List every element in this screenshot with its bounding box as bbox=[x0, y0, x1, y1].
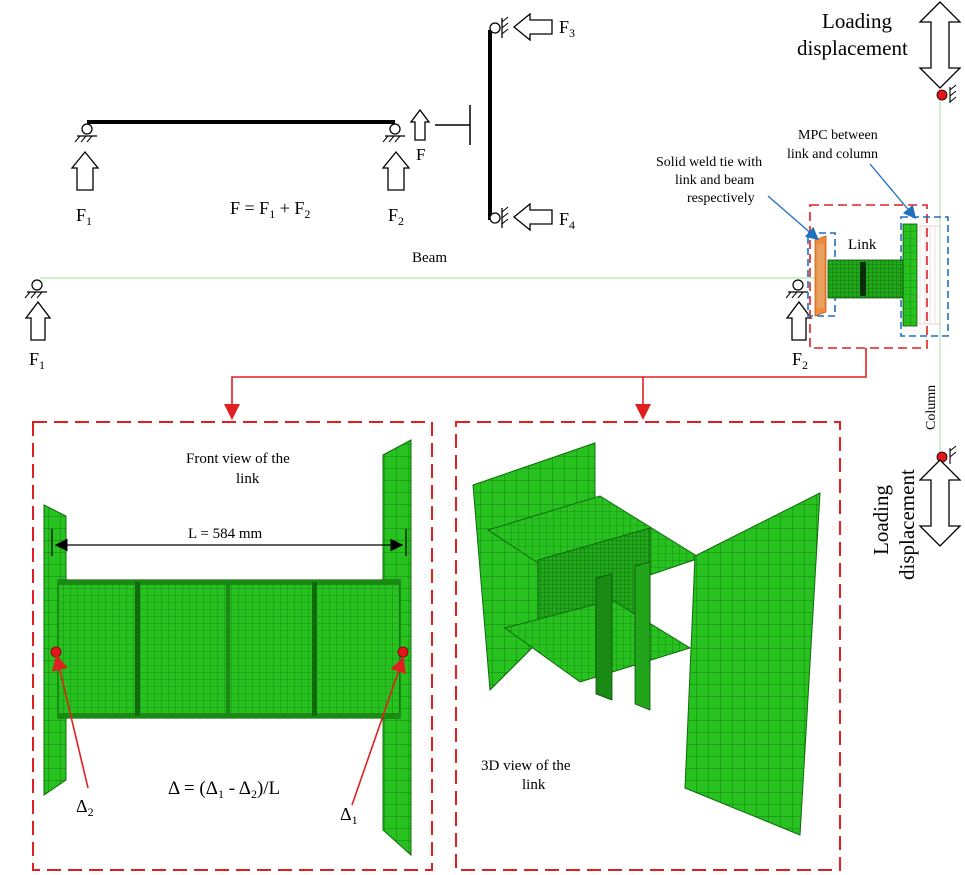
loading-bottom-point bbox=[936, 451, 948, 463]
model-left-support bbox=[24, 279, 47, 299]
f-top-label: F bbox=[416, 145, 425, 164]
delta2-sub: 2 bbox=[88, 805, 94, 819]
link-label: Link bbox=[848, 237, 877, 253]
column-top-support bbox=[489, 16, 509, 38]
loading-bottom-line1: Loading bbox=[869, 485, 893, 555]
f-top-arrow bbox=[409, 108, 431, 141]
svg-text:F2: F2 bbox=[792, 349, 808, 372]
loading-top-line2: displacement bbox=[797, 36, 908, 60]
delta1-sub: 1 bbox=[352, 813, 358, 827]
delta1-point bbox=[397, 646, 409, 658]
svg-text:F1: F1 bbox=[29, 349, 45, 372]
mpc-line1: MPC between bbox=[798, 128, 878, 143]
mpc-line2: link and column bbox=[787, 147, 878, 162]
f2-top-arrow bbox=[381, 150, 411, 191]
svg-text:F = F1 + F2: F = F1 + F2 bbox=[230, 198, 310, 221]
f4-label: F bbox=[559, 209, 569, 229]
mpc-pointer bbox=[869, 163, 917, 219]
delta2-pointer bbox=[52, 654, 89, 789]
f2-bottom-arrow bbox=[785, 300, 813, 341]
loading-top-point bbox=[936, 89, 948, 101]
delta2-point bbox=[50, 646, 62, 658]
f3-arrow bbox=[512, 12, 553, 42]
f2-top-sub: 2 bbox=[398, 214, 404, 228]
middle-model: F1 F2 Beam Loading displacement Loading … bbox=[24, 1, 962, 580]
f3-sub: 3 bbox=[569, 26, 575, 40]
column-label: Column bbox=[924, 385, 939, 430]
length-label: L = 584 mm bbox=[188, 526, 262, 542]
f2-bottom-sub: 2 bbox=[802, 358, 808, 372]
weld-pointer bbox=[767, 195, 819, 241]
delta-eq-sub1: 1 bbox=[218, 787, 224, 801]
loading-bottom-support bbox=[949, 445, 957, 464]
front-panel-border bbox=[32, 421, 433, 871]
loading-bottom-double-arrow bbox=[918, 459, 962, 547]
view-3d-panel: 3D view of the link bbox=[455, 421, 841, 871]
view3d-panel-border bbox=[455, 421, 841, 871]
svg-text:F2: F2 bbox=[388, 205, 404, 228]
svg-text:F1: F1 bbox=[76, 205, 92, 228]
svg-text:Δ1: Δ1 bbox=[340, 804, 358, 827]
beam-label: Beam bbox=[412, 250, 447, 266]
weld-line1: Solid weld tie with bbox=[656, 155, 762, 170]
f4-sub: 4 bbox=[569, 218, 575, 232]
front-view-panel: Front view of the link L = 584 mm Δ = (Δ… bbox=[32, 421, 433, 871]
f4-arrow bbox=[512, 202, 553, 232]
weld-line3: respectively bbox=[687, 191, 755, 206]
svg-text:F3: F3 bbox=[559, 17, 575, 40]
svg-text:Δ2: Δ2 bbox=[76, 796, 94, 819]
column-bottom-support bbox=[489, 206, 509, 228]
top-schematic: F1 F2 F F3 F4 F = F1 + F2 bbox=[70, 12, 575, 232]
column-plate-model bbox=[902, 223, 918, 327]
model-right-support bbox=[785, 279, 808, 299]
f1-bottom-sub: 1 bbox=[39, 358, 45, 372]
equation-top-part1: F = F bbox=[230, 198, 269, 218]
loading-top-double-arrow bbox=[918, 1, 962, 89]
svg-text:F4: F4 bbox=[559, 209, 575, 232]
link-region-red-box bbox=[809, 204, 928, 349]
delta1-label: Δ bbox=[340, 804, 352, 824]
front-title-line1: Front view of the bbox=[186, 451, 290, 467]
loading-bottom-line2: displacement bbox=[895, 469, 919, 580]
weld-line2: link and beam bbox=[675, 173, 754, 188]
f2-top-label: F bbox=[388, 205, 398, 225]
f3-label: F bbox=[559, 17, 569, 37]
front-title-line2: link bbox=[236, 471, 260, 487]
delta1-pointer bbox=[351, 656, 406, 806]
mpc-blue-box bbox=[900, 216, 949, 337]
f1-bottom-arrow bbox=[24, 300, 52, 341]
svg-text:Δ = (Δ1 - Δ2)/L: Δ = (Δ1 - Δ2)/L bbox=[168, 778, 280, 801]
equation-top-sub2: 2 bbox=[304, 207, 310, 221]
view3d-front-plate bbox=[684, 492, 821, 836]
left-pin-support bbox=[74, 123, 97, 143]
delta-eq-c: )/L bbox=[257, 778, 280, 799]
right-pin-support bbox=[382, 123, 405, 143]
f1-top-arrow bbox=[70, 150, 100, 191]
view3d-line2: link bbox=[522, 777, 546, 793]
equation-top-sub1: 1 bbox=[269, 207, 275, 221]
delta-eq-b: - Δ bbox=[224, 778, 251, 799]
view3d-line1: 3D view of the bbox=[481, 758, 571, 774]
f1-top-label: F bbox=[76, 205, 86, 225]
f2-bottom-label: F bbox=[792, 349, 802, 369]
f1-top-sub: 1 bbox=[86, 214, 92, 228]
connector-front bbox=[224, 348, 867, 420]
delta-eq-a: Δ = (Δ bbox=[168, 778, 218, 799]
loading-top-support bbox=[949, 84, 957, 103]
loading-top-line1: Loading bbox=[822, 9, 892, 33]
delta2-label: Δ bbox=[76, 796, 88, 816]
equation-top-plus: + F bbox=[275, 198, 304, 218]
f1-bottom-label: F bbox=[29, 349, 39, 369]
delta-eq-sub2: 2 bbox=[251, 787, 257, 801]
